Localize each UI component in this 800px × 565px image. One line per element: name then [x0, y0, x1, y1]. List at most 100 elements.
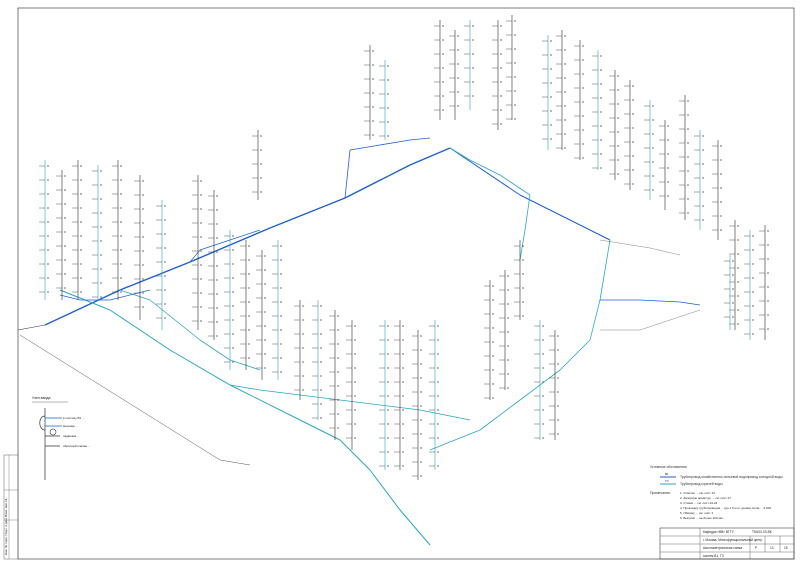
valve-icon: [320, 389, 322, 391]
branch-hot-pipe: [229, 359, 261, 371]
valve-icon: [164, 289, 166, 291]
valve-icon: [564, 63, 566, 65]
valve-icon: [387, 353, 389, 355]
valve-icon: [632, 99, 634, 101]
dashed-connection: [639, 309, 701, 331]
valve-icon: [457, 35, 459, 37]
valve-icon: [507, 373, 509, 375]
valve-icon: [667, 181, 669, 183]
valve-icon: [507, 345, 509, 347]
valve-icon: [47, 277, 49, 279]
valve-icon: [264, 339, 266, 341]
detail-callout: Узел ввода в систему В1 ... водомер ... …: [32, 396, 91, 480]
valve-icon: [617, 173, 619, 175]
valve-icon: [492, 383, 494, 385]
valve-icon: [752, 305, 754, 307]
valve-icon: [232, 249, 234, 251]
valve-icon: [507, 275, 509, 277]
valve-icon: [472, 67, 474, 69]
valve-icon: [232, 305, 234, 307]
valve-icon: [600, 69, 602, 71]
valve-icon: [687, 142, 689, 144]
valve-icon: [557, 433, 559, 435]
valve-icon: [737, 225, 739, 227]
valve-icon: [387, 423, 389, 425]
valve-icon: [64, 203, 66, 205]
valve-icon: [442, 67, 444, 69]
valve-icon: [64, 287, 66, 289]
valve-icon: [200, 292, 202, 294]
valve-icon: [522, 315, 524, 317]
valve-icon: [200, 222, 202, 224]
valve-icon: [264, 255, 266, 257]
valve-icon: [550, 124, 552, 126]
valve-icon: [492, 355, 494, 357]
valve-icon: [372, 78, 374, 80]
valve-icon: [767, 314, 769, 316]
valve-icon: [442, 95, 444, 97]
valve-icon: [80, 249, 82, 251]
branch-hot-pipe: [259, 389, 301, 396]
valve-icon: [120, 207, 122, 209]
valve-icon: [216, 195, 218, 197]
valve-icon: [387, 107, 389, 109]
valve-icon: [582, 115, 584, 117]
valve-icon: [142, 222, 144, 224]
valve-icon: [248, 329, 250, 331]
branch-hot-pipe: [519, 229, 526, 261]
valve-icon: [80, 207, 82, 209]
valve-icon: [216, 209, 218, 211]
valve-icon: [402, 465, 404, 467]
valve-icon: [500, 81, 502, 83]
valve-icon: [320, 375, 322, 377]
valve-icon: [767, 286, 769, 288]
valve-icon: [600, 97, 602, 99]
valve-icon: [100, 254, 102, 256]
valve-icon: [232, 361, 234, 363]
valve-icon: [200, 306, 202, 308]
valve-icon: [617, 145, 619, 147]
valve-icon: [437, 451, 439, 453]
branch-cold-pipe: [379, 139, 411, 146]
valve-icon: [557, 335, 559, 337]
valve-icon: [320, 333, 322, 335]
valve-icon: [542, 395, 544, 397]
valve-icon: [100, 170, 102, 172]
valve-icon: [582, 129, 584, 131]
valve-icon: [582, 59, 584, 61]
valve-icon: [500, 95, 502, 97]
branch-cold-pipe: [679, 301, 701, 306]
valve-icon: [557, 349, 559, 351]
branch-hot-pipe: [419, 409, 471, 421]
valve-icon: [320, 361, 322, 363]
valve-icon: [216, 223, 218, 225]
valve-icon: [47, 165, 49, 167]
valve-icon: [442, 81, 444, 83]
valve-icon: [582, 87, 584, 89]
valve-icon: [617, 131, 619, 133]
valve-icon: [320, 319, 322, 321]
valve-icon: [687, 100, 689, 102]
side-stamp: Инв. № подл. Подп. и дата Взам. инв. №: [3, 454, 19, 560]
valve-icon: [507, 331, 509, 333]
valve-icon: [457, 91, 459, 93]
main-cold-pipe: [269, 197, 346, 229]
valve-icon: [164, 303, 166, 305]
valve-icon: [492, 285, 494, 287]
valve-icon: [632, 113, 634, 115]
valve-icon: [337, 357, 339, 359]
valve-icon: [752, 291, 754, 293]
valve-icon: [767, 328, 769, 330]
valve-icon: [472, 95, 474, 97]
dashed-connection: [649, 247, 681, 256]
valve-icon: [216, 237, 218, 239]
valve-icon: [652, 161, 654, 163]
valve-icon: [264, 311, 266, 313]
valve-icon: [564, 119, 566, 121]
valve-icon: [354, 395, 356, 397]
branch-hot-pipe: [599, 269, 606, 301]
valve-icon: [687, 184, 689, 186]
valve-icon: [720, 187, 722, 189]
valve-icon: [216, 335, 218, 337]
valve-icon: [320, 417, 322, 419]
